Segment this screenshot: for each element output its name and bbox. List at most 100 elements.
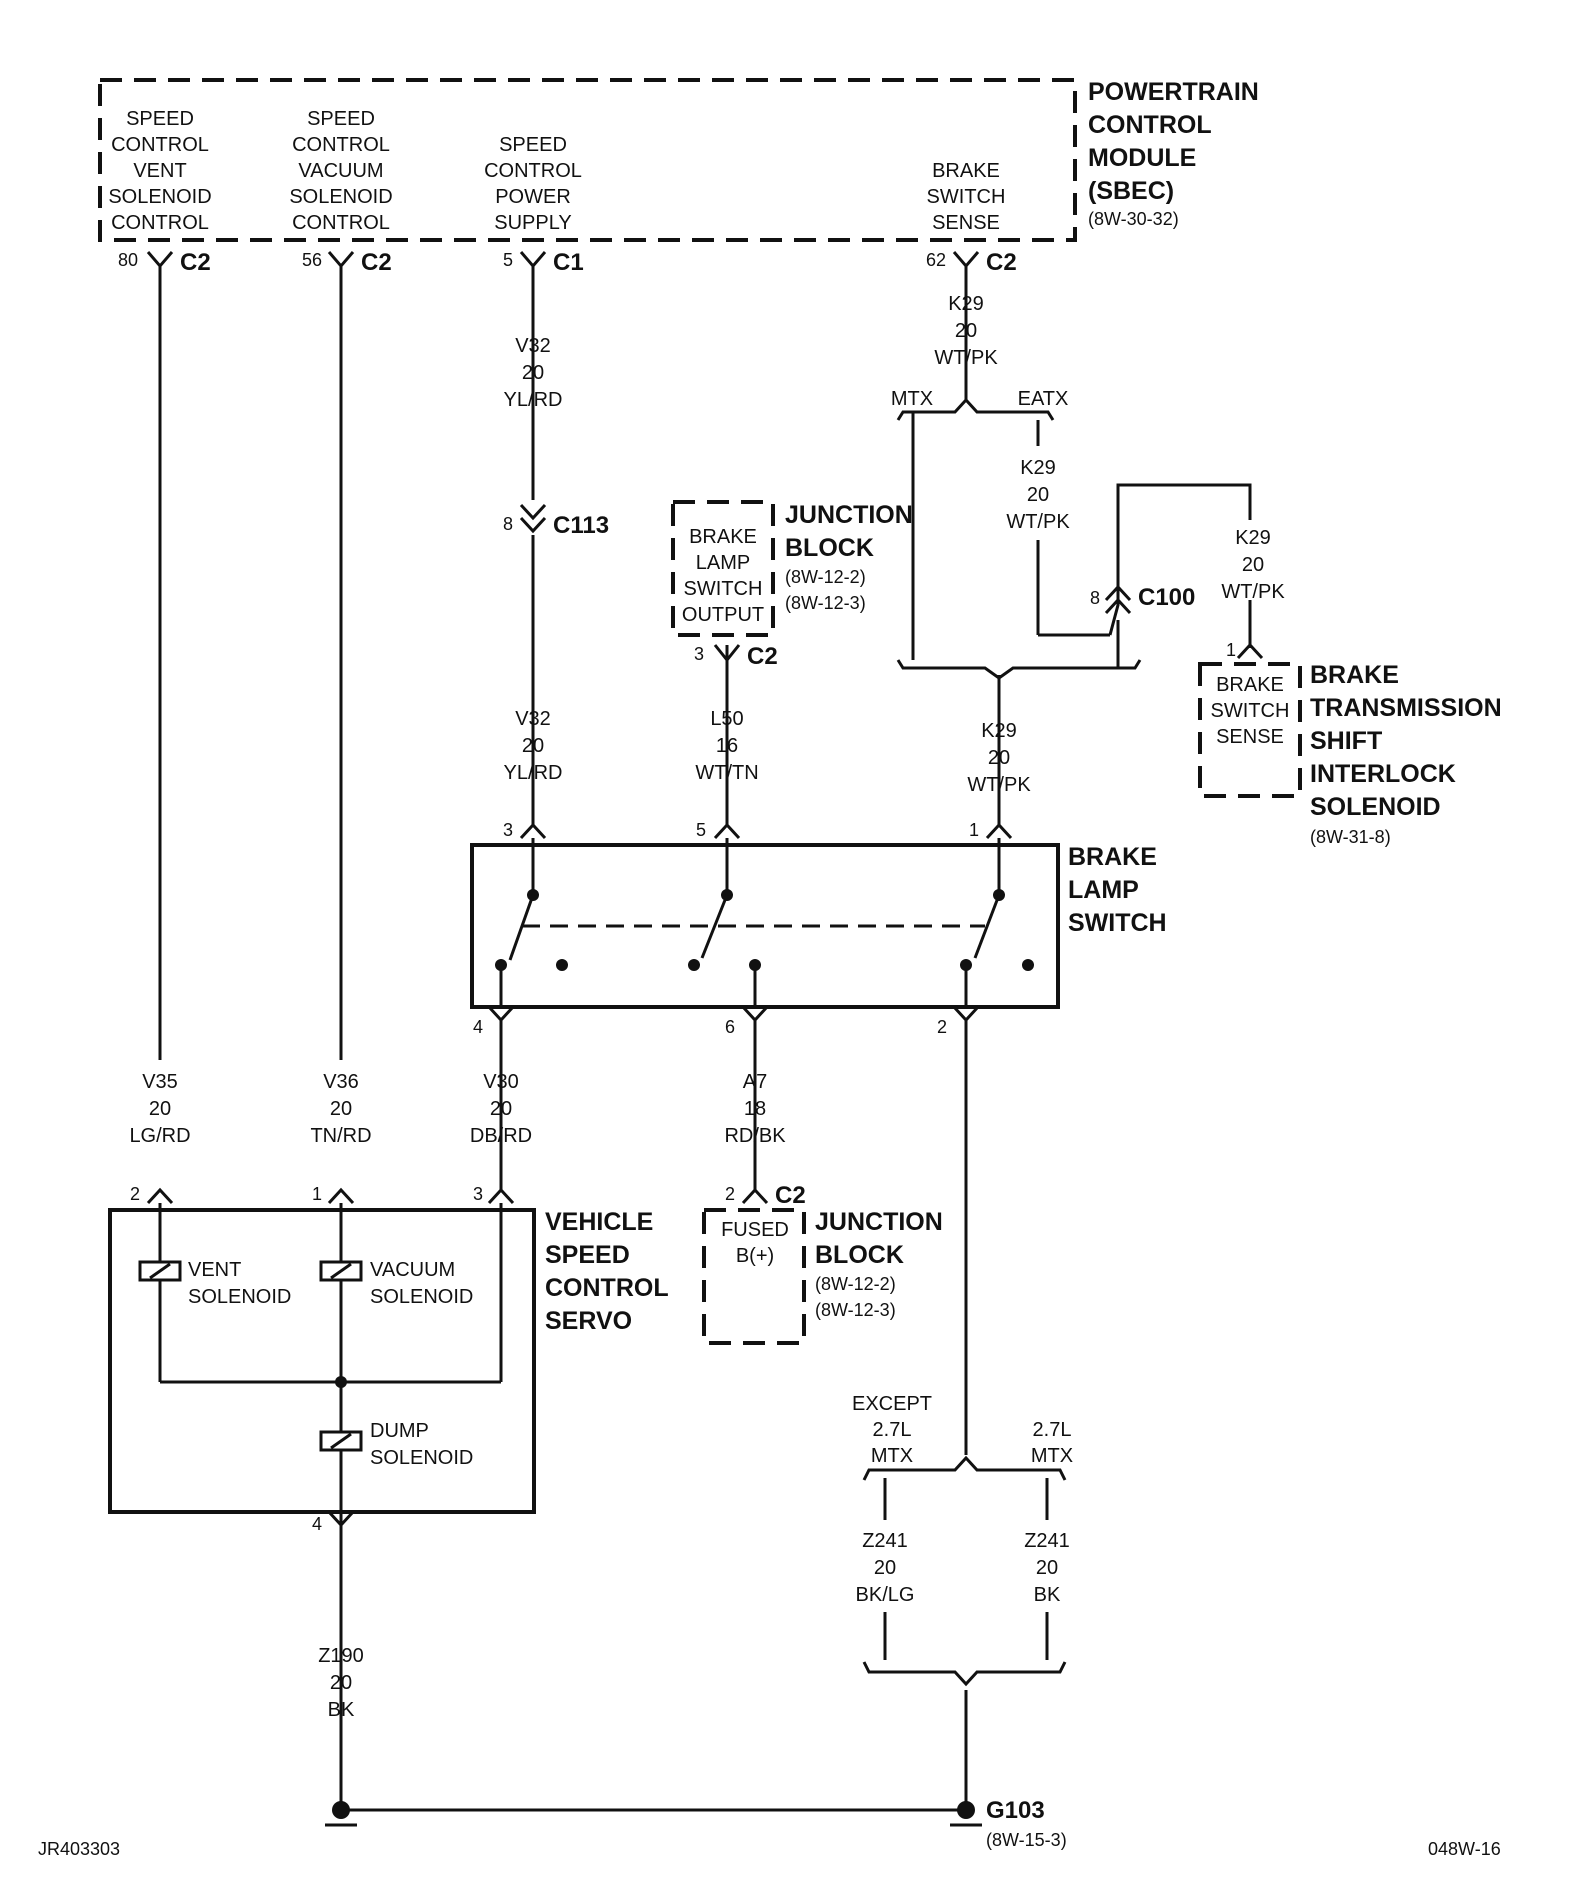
- pcm-circuit-1-line-4: SOLENOID: [108, 186, 211, 208]
- vacuum-solenoid-line-2: SOLENOID: [370, 1286, 473, 1308]
- pcm-pin-62: 62: [926, 250, 946, 270]
- jb-top-inner-1: BRAKE: [689, 526, 757, 548]
- connector-c113: 8 C113: [503, 503, 609, 539]
- pcm-circuit-1-line-2: CONTROL: [111, 134, 209, 156]
- connector-c100: 8 C100: [1090, 584, 1195, 615]
- pcm-circuit-1-line-1: SPEED: [126, 108, 194, 130]
- c100-name: C100: [1138, 584, 1195, 611]
- jb-bot-ref-1: (8W-12-2): [815, 1274, 896, 1294]
- ground-split: EXCEPT 2.7L MTX 2.7L MTX: [852, 1393, 1073, 1687]
- v35-color: LG/RD: [129, 1125, 190, 1147]
- pcm-name-line-3: MODULE: [1088, 144, 1196, 172]
- k29-bot-gauge: 20: [988, 747, 1010, 769]
- only-line-2: MTX: [1031, 1445, 1073, 1467]
- bls-name-3: SWITCH: [1068, 909, 1167, 937]
- pcm-circuit-1-line-3: VENT: [133, 160, 186, 182]
- pcm-circuit-3-line-4: SUPPLY: [494, 212, 571, 234]
- l50-id: L50: [710, 708, 743, 730]
- pcm-circuit-4-line-3: SENSE: [932, 212, 1000, 234]
- pcm-pin-56: 56: [302, 250, 322, 270]
- k29-top-id: K29: [948, 293, 984, 315]
- servo-pin-2: 2: [130, 1184, 140, 1204]
- bls-name-2: LAMP: [1068, 876, 1139, 904]
- pcm-circuit-2-line-3: VACUUM: [298, 160, 383, 182]
- pcm-name-line-2: CONTROL: [1088, 111, 1212, 139]
- pcm-circuit-2-line-1: SPEED: [307, 108, 375, 130]
- servo-name-4: SERVO: [545, 1307, 632, 1335]
- wires: [158, 266, 1001, 1812]
- vacuum-solenoid-icon: [319, 1260, 363, 1282]
- pcm-name-line-4: (SBEC): [1088, 177, 1174, 205]
- z190-id: Z190: [318, 1645, 364, 1667]
- pcm-circuit-2-line-5: CONTROL: [292, 212, 390, 234]
- interlock-inner-1: BRAKE: [1216, 674, 1284, 696]
- pcm-pin-5-marker: [519, 251, 547, 269]
- z241-right-gauge: 20: [1036, 1557, 1058, 1579]
- pcm-circuit-4-line-1: BRAKE: [932, 160, 1000, 182]
- v30-gauge: 20: [490, 1098, 512, 1120]
- k29-right-id: K29: [1235, 527, 1271, 549]
- except-line-3: MTX: [871, 1445, 913, 1467]
- junction-block-top: BRAKE LAMP SWITCH OUTPUT JUNCTION BLOCK …: [671, 500, 913, 670]
- k29-right-gauge: 20: [1242, 554, 1264, 576]
- powertrain-control-module: SPEED CONTROL VENT SOLENOID CONTROL SPEE…: [98, 78, 1259, 276]
- pcm-conn-c2-b: C2: [361, 249, 392, 276]
- z190-gauge: 20: [330, 1672, 352, 1694]
- jb-bot-ref-2: (8W-12-3): [815, 1300, 896, 1320]
- bls-pin-6: 6: [725, 1017, 735, 1037]
- jb-top-ref-1: (8W-12-2): [785, 567, 866, 587]
- dump-solenoid-line-2: SOLENOID: [370, 1447, 473, 1469]
- z241-right-color: BK: [1034, 1584, 1061, 1606]
- mtx-eatx-splice: MTX EATX: [891, 388, 1252, 680]
- v30-id: V30: [483, 1071, 519, 1093]
- v36-gauge: 20: [330, 1098, 352, 1120]
- jb-top-inner-4: OUTPUT: [682, 604, 764, 626]
- l50-color: WT/TN: [695, 762, 758, 784]
- jb-bot-inner-1: FUSED: [721, 1219, 789, 1241]
- pcm-conn-c2-c: C2: [986, 249, 1017, 276]
- l50-gauge: 16: [716, 735, 738, 757]
- bls-pin-3: 3: [503, 820, 513, 840]
- jb-bot-inner-2: B(+): [736, 1245, 774, 1267]
- g103-ref: (8W-15-3): [986, 1830, 1067, 1850]
- servo-pin-3: 3: [473, 1184, 483, 1204]
- z241-right-id: Z241: [1024, 1530, 1070, 1552]
- v36-color: TN/RD: [310, 1125, 371, 1147]
- k29-eatx-id: K29: [1020, 457, 1056, 479]
- jb-top-pin: 3: [694, 644, 704, 664]
- k29-bot-color: WT/PK: [967, 774, 1031, 796]
- z241-left-id: Z241: [862, 1530, 908, 1552]
- k29-bot-id: K29: [981, 720, 1017, 742]
- jb-top-name-1: JUNCTION: [785, 501, 913, 529]
- v32-bot-gauge: 20: [522, 735, 544, 757]
- servo-name-3: CONTROL: [545, 1274, 669, 1302]
- pcm-pin-56-marker: [327, 251, 355, 269]
- jb-bot-name-2: BLOCK: [815, 1241, 904, 1269]
- a7-id: A7: [743, 1071, 767, 1093]
- mtx-eatx-rejoin-brace: [896, 659, 1142, 680]
- pcm-pin-80: 80: [118, 250, 138, 270]
- pcm-circuit-3-line-1: SPEED: [499, 134, 567, 156]
- only-line-1: 2.7L: [1033, 1419, 1072, 1441]
- brake-shift-interlock-solenoid: 1 BRAKE SWITCH SENSE BRAKE TRANSMISSION …: [1198, 640, 1502, 847]
- interlock-inner-3: SENSE: [1216, 726, 1284, 748]
- jb-bot-pin: 2: [725, 1184, 735, 1204]
- v32-top-gauge: 20: [522, 362, 544, 384]
- k29-eatx-gauge: 20: [1027, 484, 1049, 506]
- wire-labels: K29 20 WT/PK K29 20 WT/PK K29 20 WT/PK K…: [129, 293, 1285, 1721]
- v32-bot-id: V32: [515, 708, 551, 730]
- except-line-2: 2.7L: [873, 1419, 912, 1441]
- bls-pin-1: 1: [969, 820, 979, 840]
- servo-name-1: VEHICLE: [545, 1208, 653, 1236]
- interlock-name-2: TRANSMISSION: [1310, 694, 1502, 722]
- jb-top-inner-3: SWITCH: [684, 578, 763, 600]
- a7-color: RD/BK: [724, 1125, 786, 1147]
- mtx-label: MTX: [891, 388, 933, 410]
- pcm-circuit-4-line-2: SWITCH: [927, 186, 1006, 208]
- jb-top-inner-2: LAMP: [696, 552, 750, 574]
- wire-c100-to-interlock: [1108, 483, 1252, 636]
- bls-pin-4: 4: [473, 1017, 483, 1037]
- vent-solenoid-line-2: SOLENOID: [188, 1286, 291, 1308]
- v36-id: V36: [323, 1071, 359, 1093]
- mtx-eatx-brace: [896, 397, 1055, 421]
